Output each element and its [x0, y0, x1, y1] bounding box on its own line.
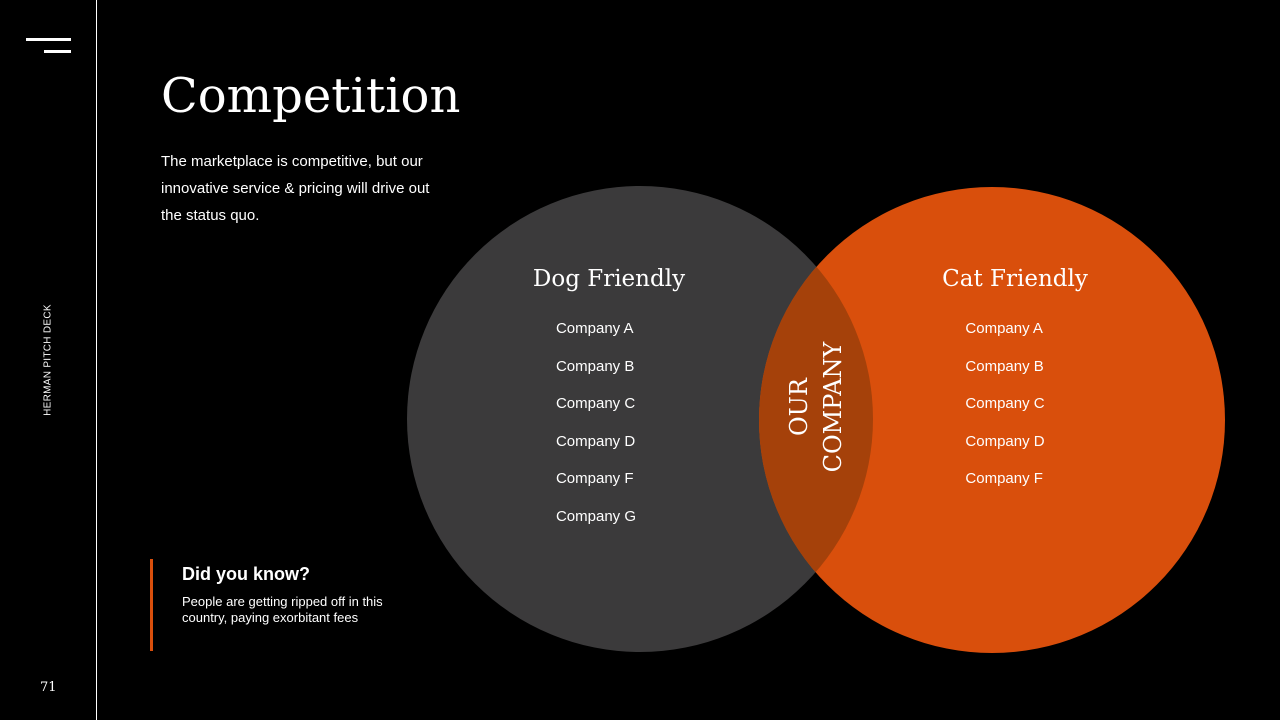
venn-right-circle	[759, 187, 1225, 653]
right-circle-title: Cat Friendly	[942, 266, 1088, 292]
list-item: Company B	[555, 357, 635, 375]
overlap-line-1: OUR	[785, 378, 813, 436]
right-company-list: Company A Company B Company C Company D …	[965, 320, 1044, 508]
sidebar-divider	[96, 0, 97, 720]
overlap-line-2: COMPANY	[819, 341, 847, 473]
menu-icon-line	[44, 50, 71, 53]
list-item: Company F	[555, 470, 634, 487]
list-item: Company D	[555, 432, 636, 450]
list-item: Company B	[965, 357, 1044, 375]
page-number: 71	[40, 680, 57, 695]
list-item: Company A	[965, 320, 1043, 337]
did-you-know-heading: Did you know?	[182, 564, 310, 584]
left-circle-title: Dog Friendly	[532, 266, 686, 292]
list-item: Company G	[555, 507, 637, 525]
did-you-know-text: People are getting ripped off in this co…	[182, 594, 383, 625]
page-title: Competition	[161, 68, 461, 124]
list-item: Company D	[965, 432, 1045, 450]
list-item: Company A	[555, 320, 634, 337]
list-item: Company F	[965, 470, 1043, 487]
overlap-label: OUR COMPANY	[782, 342, 850, 473]
left-company-list: Company A Company B Company C Company D …	[556, 320, 636, 545]
intro-text: The marketplace is competitive, but our …	[161, 153, 430, 224]
venn-left-circle	[407, 186, 873, 652]
accent-bar	[150, 559, 153, 651]
list-item: Company C	[555, 395, 636, 412]
menu-icon[interactable]	[26, 38, 71, 41]
list-item: Company C	[965, 395, 1045, 412]
